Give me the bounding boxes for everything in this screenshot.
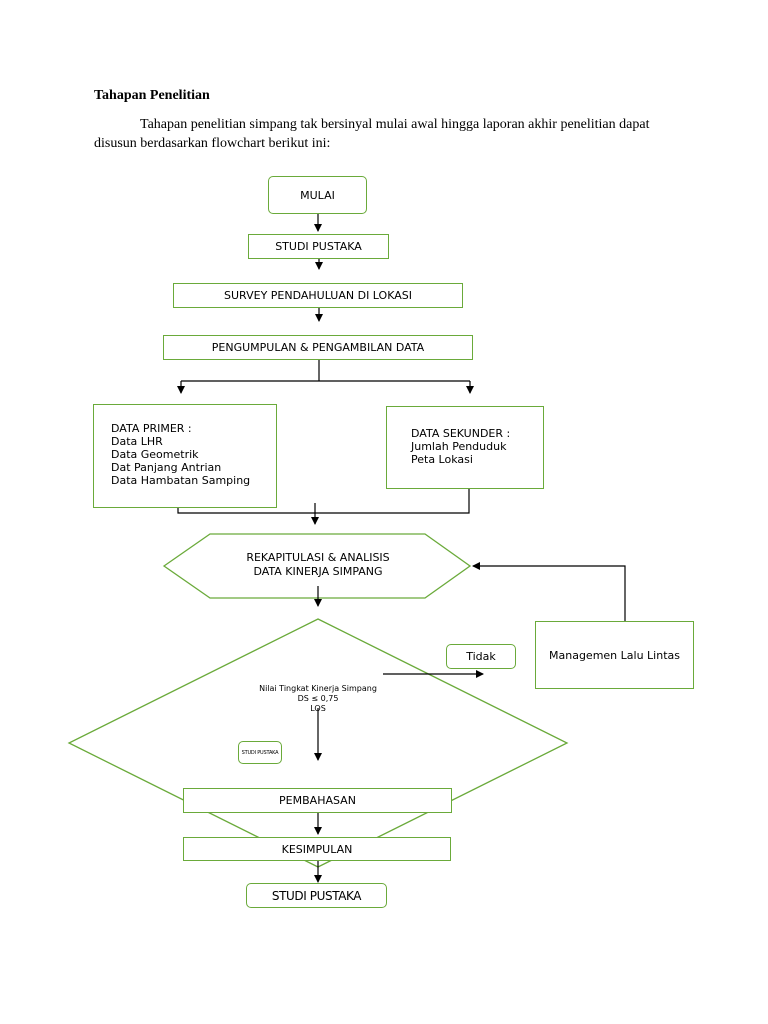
intro-paragraph: Tahapan penelitian simpang tak bersinyal… xyxy=(94,117,650,151)
arrow-managemen-rekapitulasi xyxy=(472,562,626,621)
rekapitulasi-label: REKAPITULASI & ANALISIS DATA KINERJA SIM… xyxy=(246,551,390,578)
managemen-box: Managemen Lalu Lintas xyxy=(535,621,694,689)
connector-primer-merge xyxy=(177,488,470,514)
rekapitulasi-hexagon xyxy=(162,533,472,599)
survey-box: SURVEY PENDAHULUAN DI LOKASI xyxy=(173,283,463,308)
pembahasan-box: PEMBAHASAN xyxy=(183,788,452,813)
decision-label: Nilai Tingkat Kinerja Simpang DS ≤ 0,75 … xyxy=(259,684,377,713)
studi-pustaka-box: STUDI PUSTAKA xyxy=(248,234,389,259)
mulai-box: MULAI xyxy=(268,176,367,214)
data-primer-box: DATA PRIMER : Data LHR Data Geometrik Da… xyxy=(93,404,277,508)
page-heading: Tahapan Penelitian xyxy=(94,88,210,103)
tidak-box: Tidak xyxy=(446,644,516,669)
data-sekunder-box: DATA SEKUNDER : Jumlah Penduduk Peta Lok… xyxy=(386,406,544,489)
small-studi-pustaka-box: STUDI PUSTAKA xyxy=(238,741,282,764)
pengumpulan-box: PENGUMPULAN & PENGAMBILAN DATA xyxy=(163,335,473,360)
studi-pustaka-end-box: STUDI PUSTAKA xyxy=(246,883,387,908)
kesimpulan-box: KESIMPULAN xyxy=(183,837,451,861)
